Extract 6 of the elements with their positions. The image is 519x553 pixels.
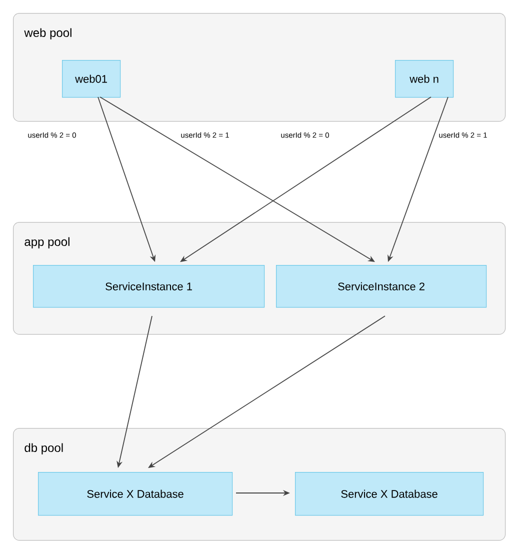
service-box: Service X Database <box>295 472 484 516</box>
service-box: Service X Database <box>38 472 233 516</box>
service-box: ServiceInstance 1 <box>33 265 265 308</box>
service-box: web01 <box>62 60 121 98</box>
service-box: web n <box>395 60 454 98</box>
service-box: ServiceInstance 2 <box>276 265 487 308</box>
